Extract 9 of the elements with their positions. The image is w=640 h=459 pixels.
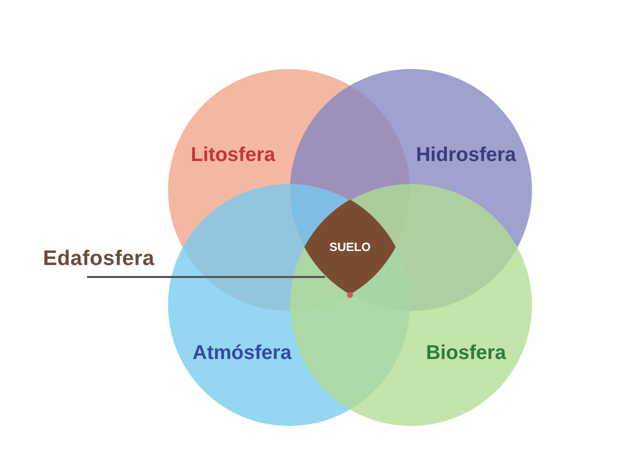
- intersection-region: [304, 199, 396, 295]
- circle-label: Litosfera: [190, 145, 276, 165]
- circle-label: Atmósfera: [192, 343, 292, 363]
- circle-label: Biosfera: [426, 343, 506, 363]
- leader-line: [87, 276, 325, 278]
- region-label: SUELO: [329, 241, 371, 253]
- callout-label: Edafosfera: [43, 248, 155, 269]
- circle-label: Hidrosfera: [416, 145, 516, 165]
- venn-circle: [290, 184, 532, 426]
